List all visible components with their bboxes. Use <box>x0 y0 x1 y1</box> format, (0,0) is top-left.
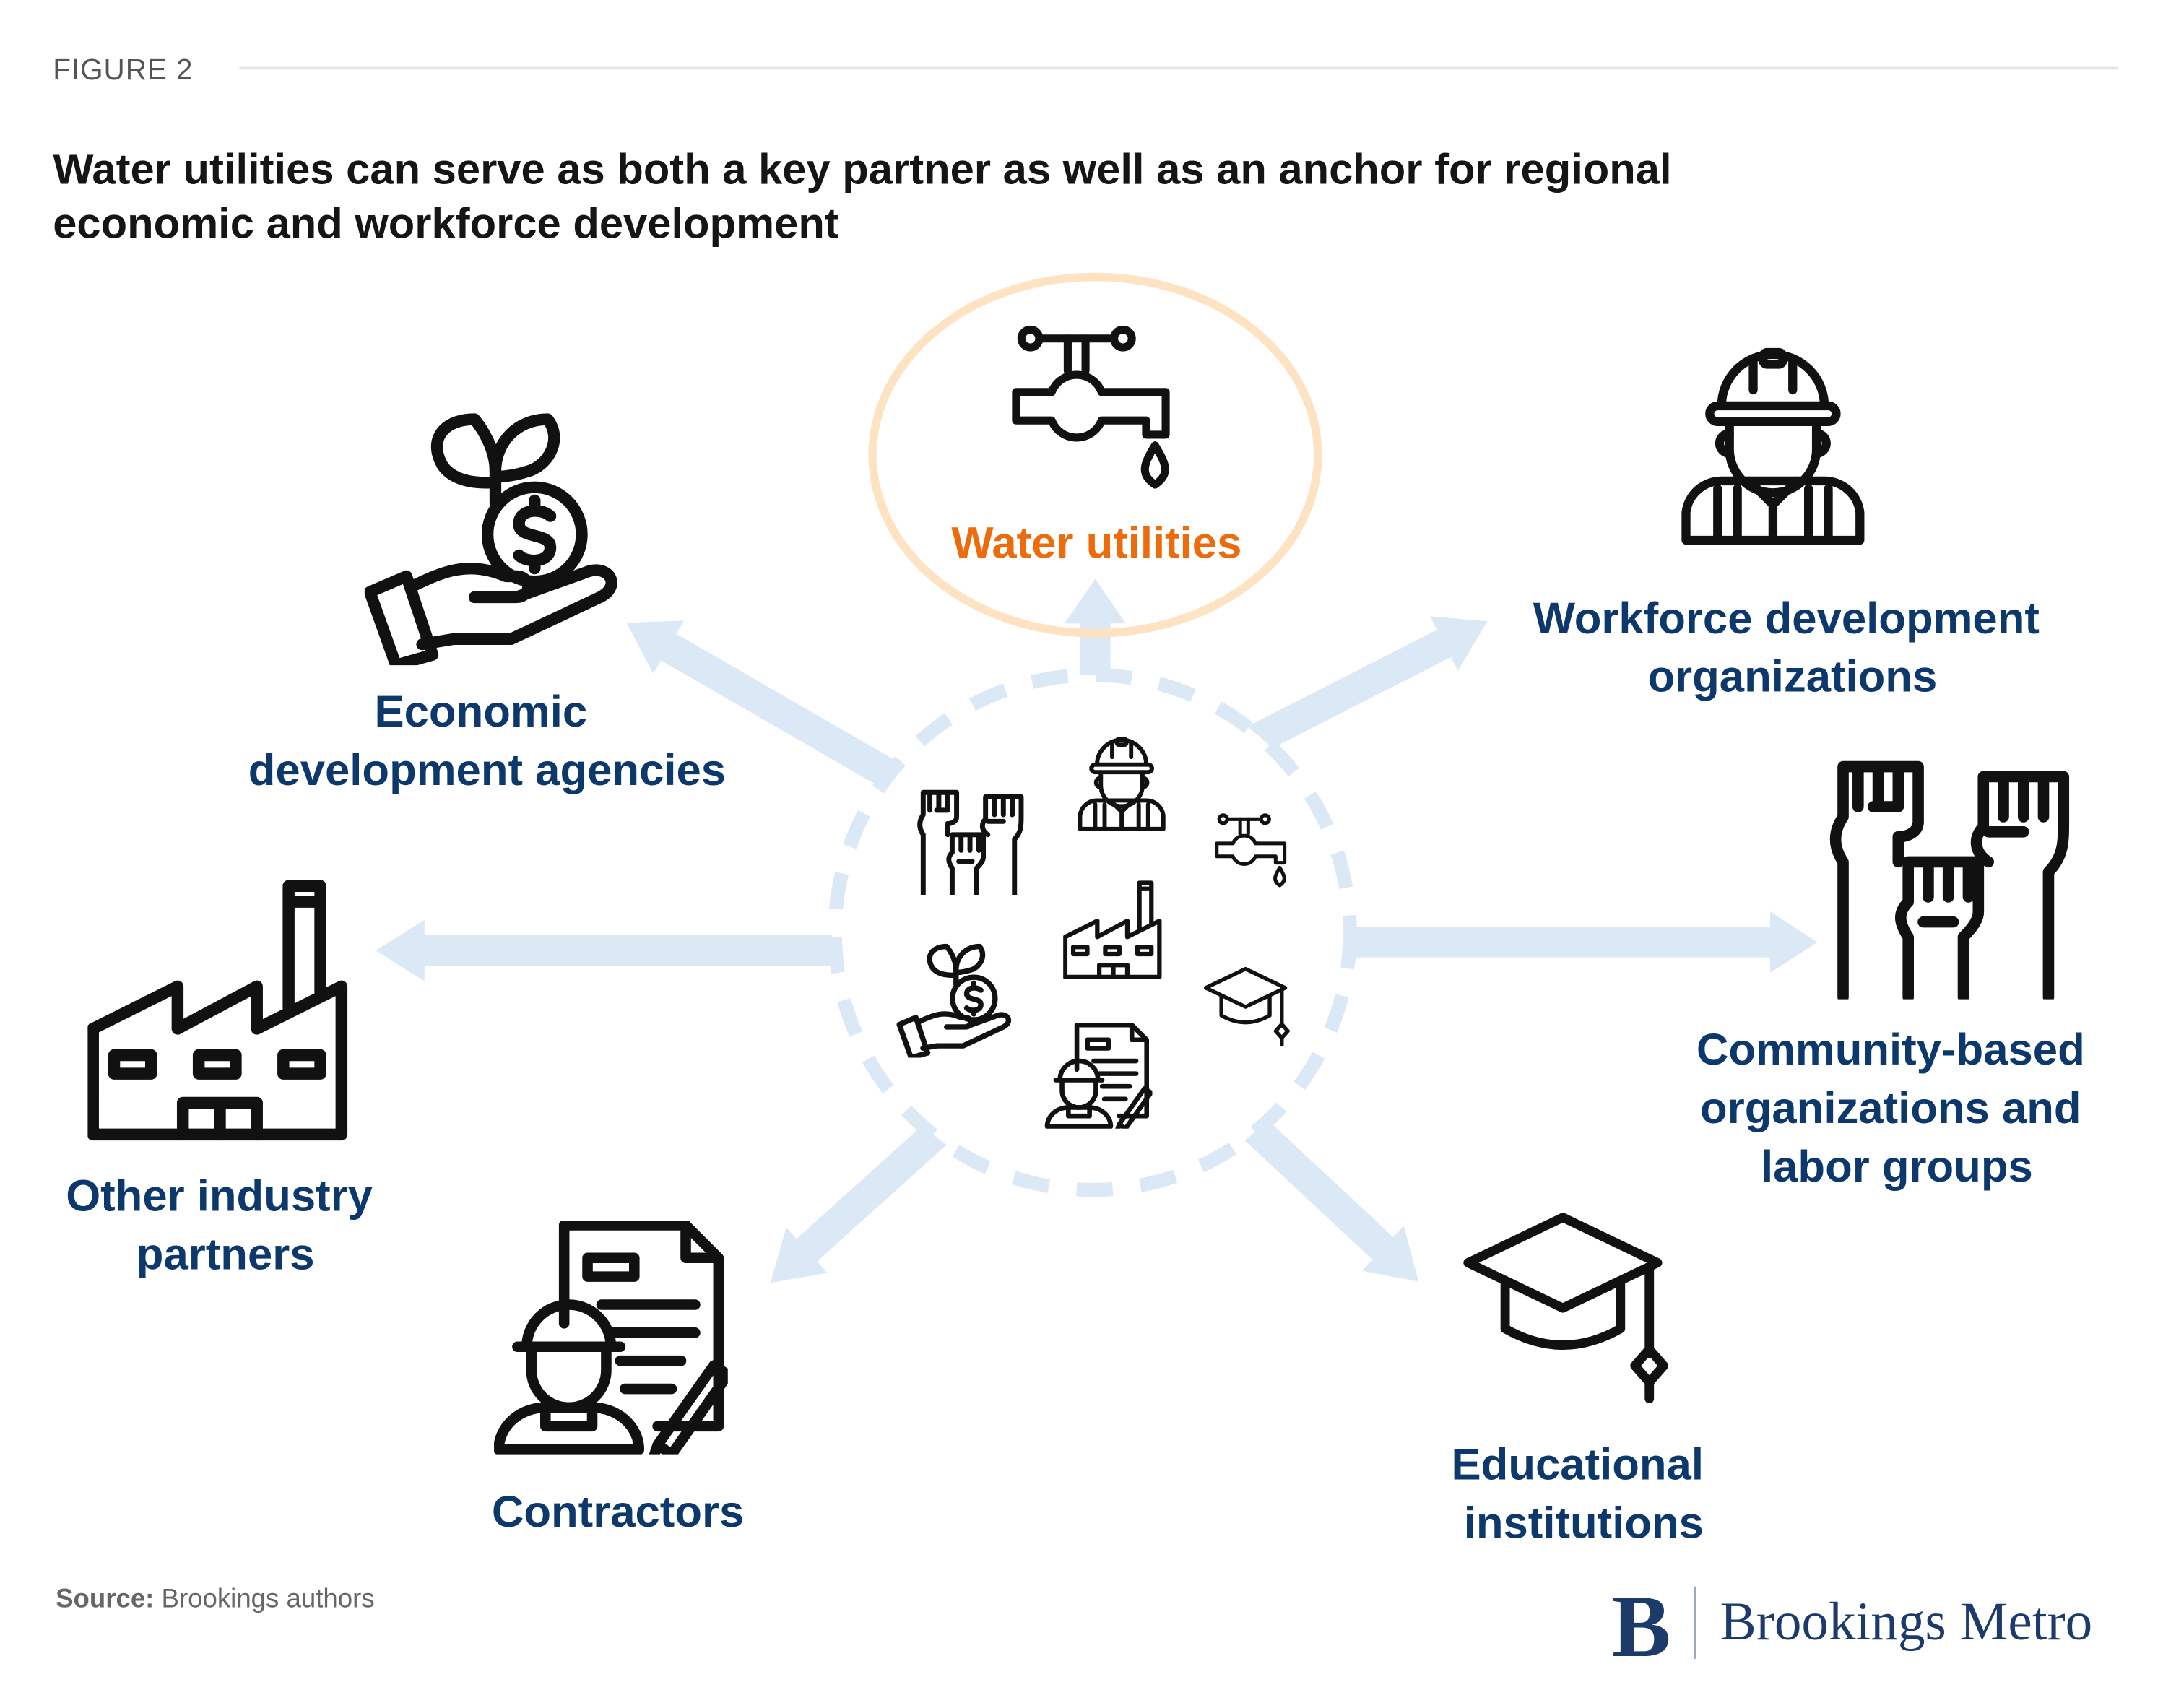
faucet-icon <box>1016 329 1166 485</box>
raised-fists-icon <box>1836 767 2064 997</box>
arrow-to-education <box>1235 1109 1419 1282</box>
node-educational-institutions: Educational institutions <box>1452 1218 1717 1548</box>
chart-title-line-2: economic and workforce development <box>53 199 839 248</box>
brookings-metro-logo: B Brookings Metro <box>1611 1577 2092 1676</box>
arrow-to-workforce <box>1238 616 1488 758</box>
node-workforce-development: Workforce development organizations <box>1533 352 2052 702</box>
logo-text: Brookings Metro <box>1720 1592 2093 1652</box>
label-line: Educational <box>1452 1439 1704 1489</box>
label-line: partners <box>136 1229 315 1279</box>
node-other-industry: Other industry partners <box>66 886 385 1279</box>
node-label: Other industry partners <box>66 1171 385 1279</box>
label-line: Other industry <box>66 1171 373 1221</box>
logo-mark: B <box>1611 1577 1670 1676</box>
node-contractors: Contractors <box>492 1225 744 1537</box>
figure-label: FIGURE 2 <box>53 53 193 86</box>
label-line: organizations and <box>1700 1083 2081 1133</box>
arrow-to-community <box>1347 911 1818 973</box>
chart-title-line-1: Water utilities can serve as both a key … <box>53 144 1671 193</box>
construction-worker-icon <box>1686 352 1860 540</box>
node-label: Workforce development organizations <box>1533 594 2052 702</box>
arrow-to-economic-development <box>626 620 906 793</box>
plant-money-hand-icon <box>370 420 612 666</box>
node-label: Community-based organizations and labor … <box>1696 1025 2097 1192</box>
label-line: development agencies <box>248 745 726 795</box>
label-line: institutions <box>1464 1498 1704 1548</box>
hub-label: Water utilities <box>951 519 1242 568</box>
node-community-labor: Community-based organizations and labor … <box>1696 767 2097 1192</box>
label-line: Community-based <box>1696 1025 2085 1075</box>
graduation-cap-icon <box>1468 1218 1664 1399</box>
arrows <box>376 578 1818 1283</box>
label-line: organizations <box>1647 652 1937 702</box>
node-label: Contractors <box>492 1487 744 1537</box>
contractor-document-icon <box>499 1225 728 1459</box>
label-line: labor groups <box>1761 1142 2033 1192</box>
arrow-to-contractors <box>770 1113 957 1283</box>
label-line: Economic <box>375 687 588 737</box>
hub-highlight-ring <box>868 272 1322 638</box>
source-label: Source: <box>56 1584 154 1613</box>
node-label: Economic development agencies <box>248 687 726 795</box>
node-label: Educational institutions <box>1452 1439 1717 1548</box>
label-line: Workforce development <box>1533 594 2040 643</box>
node-water-utilities: Water utilities <box>868 272 1322 638</box>
factory-icon <box>93 886 342 1135</box>
central-dashed-circle <box>828 667 1357 1197</box>
source-note: Source: Brookings authors <box>56 1584 375 1613</box>
arrow-to-other-industry <box>376 919 833 981</box>
label-line: Contractors <box>492 1487 744 1537</box>
source-text: Brookings authors <box>154 1584 374 1613</box>
node-economic-development: Economic development agencies <box>248 420 726 795</box>
